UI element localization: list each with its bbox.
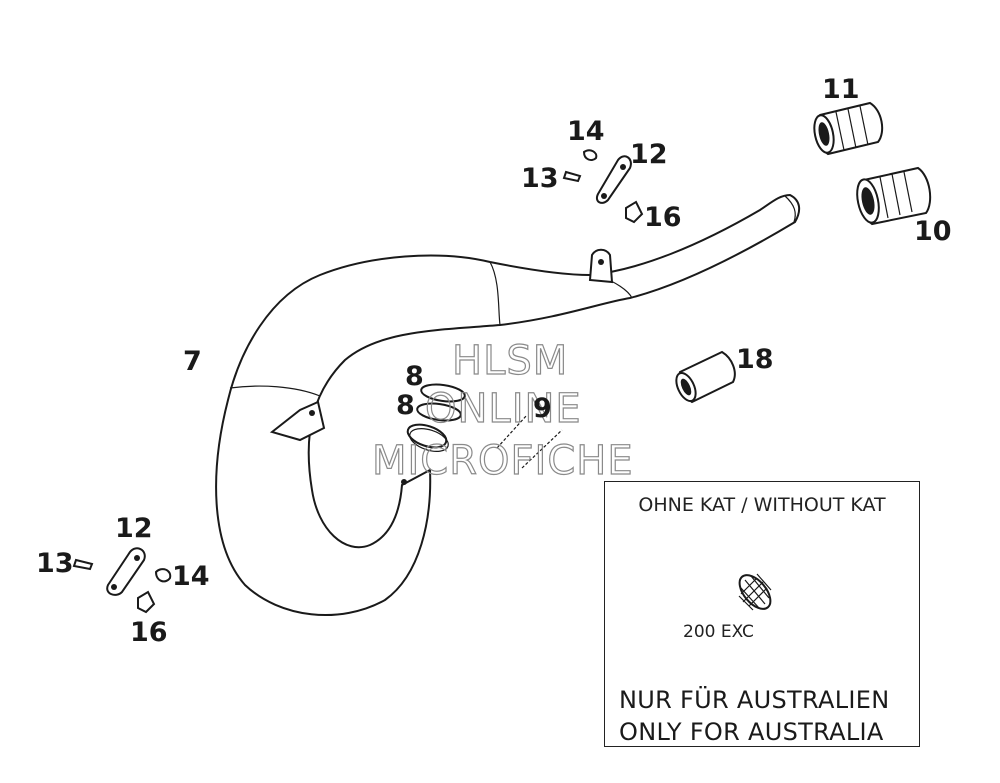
watermark-line-1: HLSM: [452, 338, 568, 384]
box-title: OHNE KAT / WITHOUT KAT: [638, 494, 886, 516]
callout-7: 7: [183, 346, 202, 377]
callout-14-upper: 14: [567, 116, 605, 147]
callout-14-lower: 14: [172, 561, 210, 592]
watermark-line-3: MICROFICHE: [372, 438, 634, 484]
rubber-sleeve-part[interactable]: [811, 101, 884, 156]
callout-16-upper: 16: [644, 202, 682, 233]
callout-13-upper: 13: [521, 163, 559, 194]
callout-11: 11: [822, 74, 860, 105]
sleeve-part[interactable]: [672, 350, 736, 404]
rubber-sleeve-large-part[interactable]: [854, 166, 932, 226]
exhaust-pipe-part[interactable]: [215, 193, 801, 616]
australia-variant-box: OHNE KAT / WITHOUT KAT 200 EXC NUR FÜR A…: [604, 481, 920, 747]
callout-9: 9: [533, 393, 552, 424]
callout-13-lower: 13: [36, 548, 74, 579]
note-english: ONLY FOR AUSTRALIA: [619, 718, 884, 746]
callout-12-upper: 12: [630, 139, 668, 170]
callout-16-lower: 16: [130, 617, 168, 648]
variant-label: 200 EXC: [683, 622, 754, 642]
spring-part[interactable]: [496, 414, 563, 469]
callout-10: 10: [914, 216, 952, 247]
callout-18: 18: [736, 344, 774, 375]
watermark-line-2: ONLINE: [425, 386, 582, 432]
lower-bracket-set[interactable]: [72, 547, 172, 614]
o-ring-part[interactable]: [416, 382, 466, 423]
damper-insert-part[interactable]: [733, 570, 777, 614]
callout-8-upper: 8: [405, 361, 424, 392]
upper-bracket-set[interactable]: [562, 149, 644, 224]
callout-8-lower: 8: [396, 390, 415, 421]
note-german: NUR FÜR AUSTRALIEN: [619, 686, 890, 714]
watermark: HLSM ONLINE MICROFICHE: [371, 337, 634, 484]
callout-12-lower: 12: [115, 513, 153, 544]
